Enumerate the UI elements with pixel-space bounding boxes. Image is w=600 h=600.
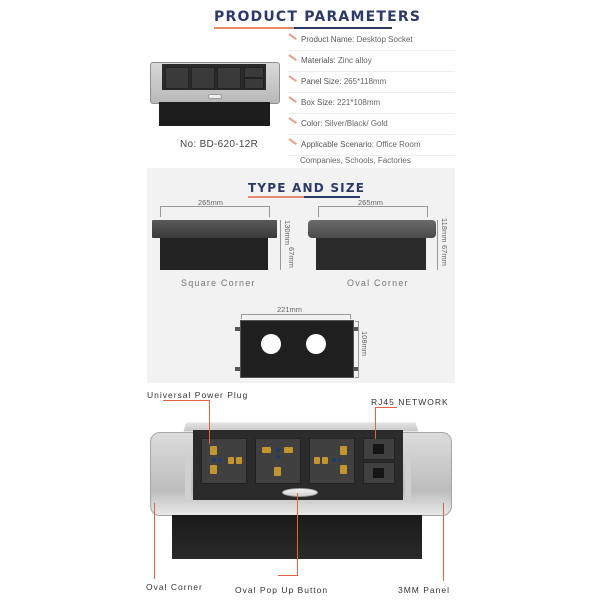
type-and-size-title: TYPE AND SIZE	[248, 181, 366, 195]
title-underline	[214, 27, 392, 29]
param-row: Box Size: 221*108mm	[287, 93, 455, 114]
oval-pop-up-button-label: Oval Pop Up Button	[235, 585, 329, 595]
box-height-dimension	[355, 321, 359, 378]
param-key: Materials:	[301, 56, 336, 65]
square-box-top	[152, 220, 277, 238]
title-underline	[248, 196, 360, 198]
bullet-slash-icon	[288, 54, 297, 61]
oval-width-dimension	[318, 206, 428, 217]
socket-3	[217, 67, 241, 89]
param-value: 221*108mm	[337, 98, 381, 107]
param-value: Office Room	[376, 140, 421, 149]
oval-box-top	[308, 220, 436, 238]
model-value: BD-620-12R	[199, 139, 259, 150]
param-row: Color: Silver/Black/ Gold	[287, 114, 455, 135]
param-value: Silver/Black/ Gold	[324, 119, 388, 128]
universal-power-plug-label: Universal Power Plug	[147, 390, 249, 400]
callout-line	[297, 493, 298, 575]
dark-box	[159, 102, 270, 126]
bullet-slash-icon	[288, 117, 297, 124]
model-label: No:	[180, 139, 197, 150]
mount-ear-left-bottom	[235, 367, 240, 371]
oval-corner-label: Oval Corner	[146, 582, 203, 592]
param-value: Desktop Socket	[356, 35, 413, 44]
bullet-slash-icon	[288, 96, 297, 103]
oval-height-dimension	[437, 220, 438, 270]
product-parameters-title: PRODUCT PARAMETERS	[214, 9, 422, 25]
param-key: Applicable Scenario:	[301, 140, 374, 149]
universal-socket-3	[309, 438, 355, 484]
callout-line	[154, 503, 155, 579]
rj45-port-2	[244, 78, 264, 89]
oval-height-label: 67mm	[440, 245, 449, 266]
param-key: Product Name:	[301, 35, 355, 44]
bullet-slash-icon	[288, 138, 297, 145]
square-width-dimension	[160, 206, 270, 217]
callout-line	[375, 407, 397, 408]
side-rail-right	[405, 452, 411, 500]
oval-box-bottom	[316, 238, 426, 270]
product-image-top	[150, 58, 280, 130]
callout-line	[209, 400, 210, 444]
socket-2	[191, 67, 215, 89]
square-width-label: 265mm	[198, 198, 224, 207]
rj45-port-1	[244, 67, 264, 78]
param-value: Zinc alloy	[337, 56, 372, 65]
square-corner-caption: Square Corner	[181, 278, 256, 288]
oval-depth-label: 118mm	[440, 218, 449, 243]
3mm-panel-label: 3MM Panel	[398, 585, 450, 595]
mount-ear-right-bottom	[354, 367, 359, 371]
box-height-label: 108mm	[360, 331, 369, 357]
bullet-slash-icon	[288, 33, 297, 40]
square-height-dimension	[280, 220, 281, 270]
box-width-dimension	[241, 314, 351, 319]
side-rail-left	[185, 452, 191, 500]
square-depth-label: 130mm	[283, 220, 292, 246]
param-value: 265*118mm	[343, 77, 387, 86]
rj45-port-2	[363, 462, 395, 484]
param-row: Applicable Scenario: Office Room	[287, 135, 455, 156]
square-height-label: 67mm	[287, 247, 296, 268]
socket-1	[165, 67, 189, 89]
param-value: Companies, Schools, Factories	[300, 156, 411, 165]
oval-pop-up-button	[282, 488, 318, 497]
param-row-continued: Companies, Schools, Factories	[287, 151, 455, 171]
rj45-port-1	[363, 438, 395, 460]
rj45-network-label: RJ45 NETWORK	[371, 397, 449, 407]
oval-corner-caption: Oval Corner	[347, 278, 409, 288]
product-image-large	[145, 412, 455, 562]
oval-width-label: 265mm	[358, 198, 384, 207]
param-key: Color:	[301, 119, 323, 128]
param-key: Box Size:	[301, 98, 335, 107]
callout-line	[443, 503, 444, 581]
universal-socket-1	[201, 438, 247, 484]
mounting-box	[235, 320, 359, 378]
mount-ear-left	[235, 327, 240, 331]
callout-line	[163, 400, 210, 401]
box-width-label: 221mm	[277, 305, 303, 314]
callout-line	[375, 407, 376, 439]
square-box-bottom	[160, 238, 268, 270]
mount-ear-right	[354, 327, 359, 331]
pop-up-button	[208, 94, 222, 99]
model-number: No: BD-620-12R	[180, 139, 258, 150]
param-key: Panel Size:	[301, 77, 342, 86]
universal-socket-2	[255, 438, 301, 484]
param-row: Panel Size: 265*118mm	[287, 72, 455, 93]
bullet-slash-icon	[288, 75, 297, 82]
callout-line	[278, 575, 298, 576]
knockout-hole-right	[306, 334, 326, 354]
param-row: Materials: Zinc alloy	[287, 51, 455, 72]
param-row: Product Name: Desktop Socket	[287, 30, 455, 51]
knockout-hole-left	[261, 334, 281, 354]
